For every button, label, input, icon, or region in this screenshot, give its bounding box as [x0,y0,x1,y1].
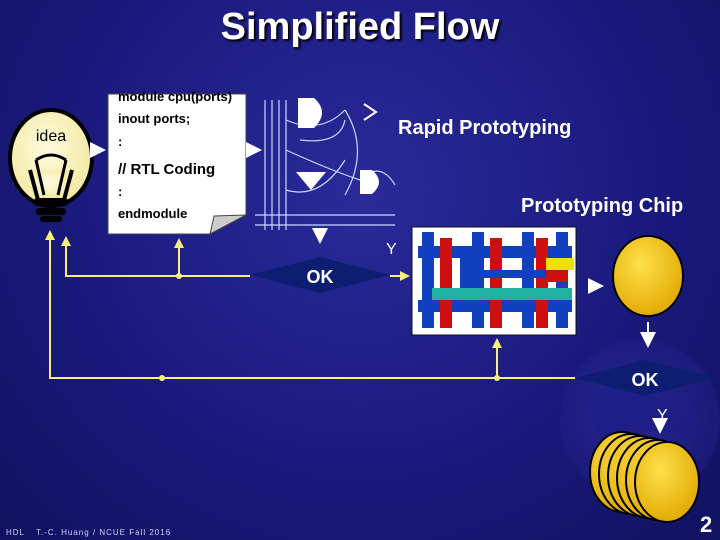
code-line-3: : [118,134,122,149]
bulb-label: idea [36,128,66,145]
chip-stack-icon [589,431,700,523]
slide-title: Simplified Flow [220,6,500,48]
code-line-1: module cpu(ports) [118,89,232,104]
feedback-arrowheads [45,230,502,381]
logic-gates-icon [296,98,379,194]
ok-decision-top: OK [250,257,390,293]
code-line-2: inout ports; [118,111,190,126]
prototype-chip-icon [612,235,684,317]
flow-arrows [90,142,668,434]
gate-schematic-icon [255,100,396,230]
ok-top-label: OK [307,267,334,287]
chip-layout-icon [411,226,577,336]
rapid-prototyping-label: Rapid Prototyping [398,117,571,139]
code-line-6: endmodule [118,206,187,221]
footer-credit: T.-C. Huang / NCUE Fall 2016 [36,528,172,537]
code-line-4: // RTL Coding [118,161,215,178]
prototyping-chip-label: Prototyping Chip [521,195,683,217]
ok-bottom-label: OK [632,370,659,390]
page-number: 2 [700,512,713,537]
y-top-label: Y [386,241,397,258]
footer-course: HDL [6,528,26,537]
lightbulb-icon: idea [8,108,94,222]
code-line-5: : [118,184,122,199]
ok-decision-bottom: OK [575,360,715,396]
y-bottom-label: Y [657,407,668,424]
code-note: module cpu(ports) inout ports; : // RTL … [107,89,247,235]
